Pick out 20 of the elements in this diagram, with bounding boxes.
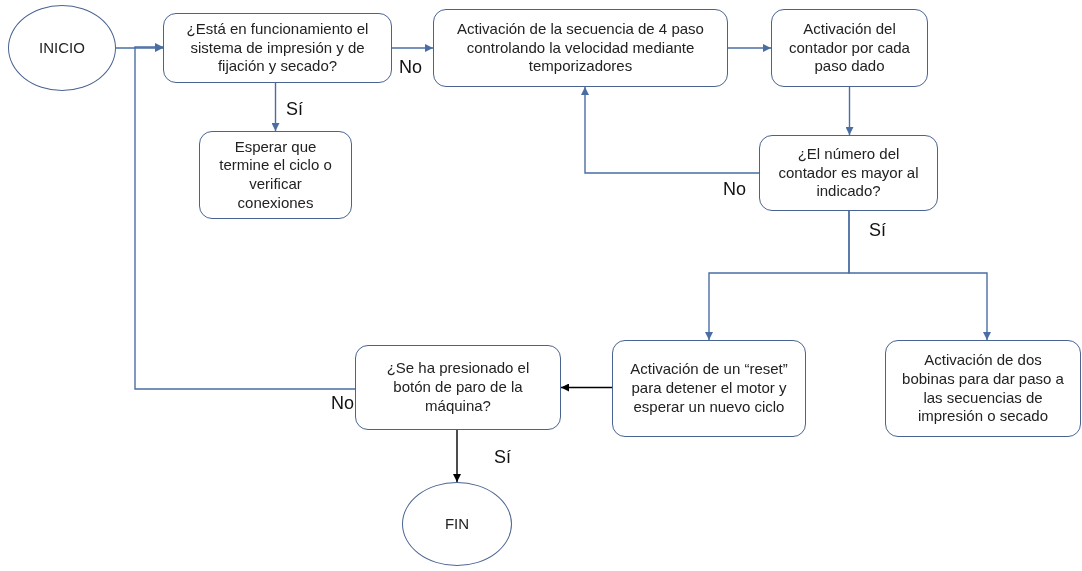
arrow xyxy=(581,86,760,174)
arrow xyxy=(115,44,164,52)
process-box: Activación de dos bobinas para dar paso a las secuencias de impresión o secado xyxy=(885,340,1081,437)
process-box: Activación de la secuencia de 4 paso controlando la velocidad mediante temporizadores xyxy=(433,9,728,87)
terminal-ellipse: FIN xyxy=(402,482,512,566)
process-box: Esperar que termine el ciclo o verificar conexiones xyxy=(199,131,352,219)
arrow xyxy=(848,210,991,341)
process-box: ¿El número del contador es mayor al indicado? xyxy=(759,135,938,211)
process-box: ¿Se ha presionado el botón de paro de la máquina? xyxy=(355,345,561,430)
arrow xyxy=(453,429,461,483)
arrow xyxy=(271,82,280,132)
arrow xyxy=(560,383,613,392)
terminal-ellipse: INICIO xyxy=(8,5,116,91)
process-box: Activación de un “reset” para detener el motor y esperar un nuevo ciclo xyxy=(612,340,806,437)
process-box: Activación del contador por cada paso dado xyxy=(771,9,928,87)
arrow xyxy=(727,44,772,52)
process-box: ¿Está en funcionamiento el sistema de impresión y de fijación y secado? xyxy=(163,13,392,83)
arrow xyxy=(845,86,854,136)
arrow xyxy=(391,44,434,52)
arrow xyxy=(134,43,356,390)
